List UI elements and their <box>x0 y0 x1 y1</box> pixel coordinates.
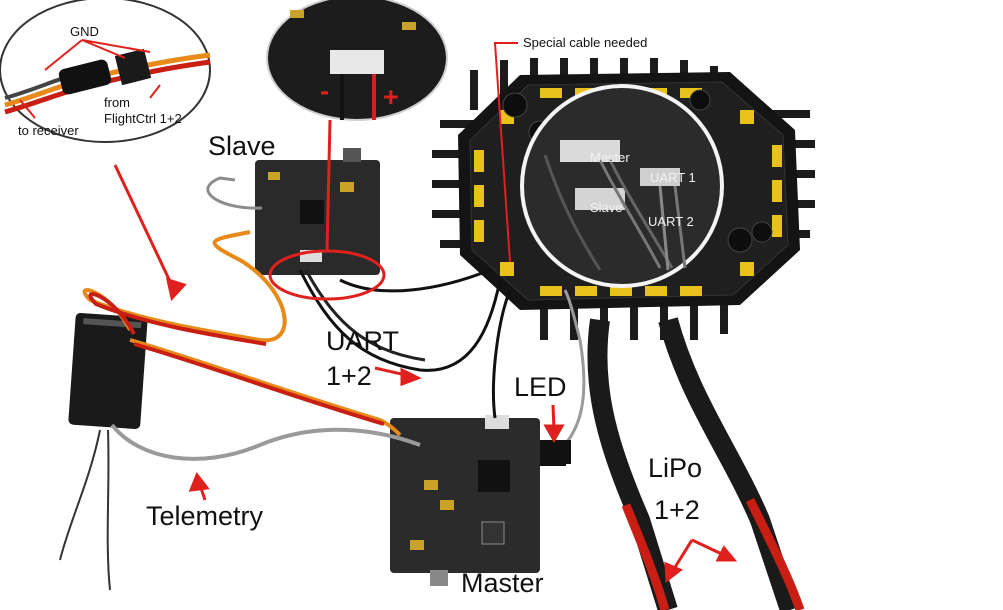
inset-uart2-label: UART 2 <box>648 214 694 229</box>
cables <box>59 176 805 610</box>
inset-uart1-label: UART 1 <box>650 170 696 185</box>
board-zoom-inset <box>520 84 724 288</box>
from-label-line1: from <box>104 95 130 110</box>
minus-sign: - <box>320 76 329 106</box>
uart-label-line2: 1+2 <box>326 361 372 391</box>
lipo-label-line1: LiPo <box>648 453 703 483</box>
telemetry-label: Telemetry <box>146 501 264 531</box>
to-receiver-label: to receiver <box>18 123 79 138</box>
annotations <box>113 42 738 583</box>
gnd-label: GND <box>70 24 99 39</box>
master-board <box>390 415 566 586</box>
master-label: Master <box>461 568 544 598</box>
slave-label: Slave <box>208 131 276 161</box>
from-label-line2: FlightCtrl 1+2 <box>104 111 182 126</box>
servo-cable-inset <box>0 0 211 143</box>
inset-master-label: Master <box>590 150 630 165</box>
connector-inset <box>266 0 448 121</box>
inset-slave-label: Slave <box>590 200 623 215</box>
uart-label-line1: UART <box>326 326 400 356</box>
receiver-module <box>68 312 148 430</box>
lipo-label-line2: 1+2 <box>654 495 700 525</box>
plus-sign: + <box>383 82 399 112</box>
slave-board <box>255 148 380 275</box>
special-cable-label: Special cable needed <box>523 35 648 50</box>
led-label: LED <box>514 372 567 402</box>
